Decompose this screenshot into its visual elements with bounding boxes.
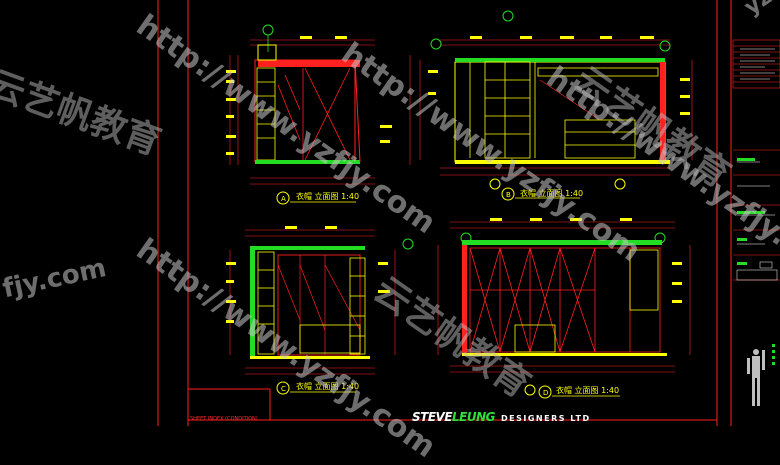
- view-a-caption: 衣帽 立面图 1:40: [296, 191, 359, 201]
- svg-text:B: B: [506, 191, 511, 199]
- brand-part1: STEVE: [412, 410, 453, 424]
- svg-text:D: D: [543, 389, 548, 397]
- elevation-view-d: D 衣帽 立面图 1:40: [437, 218, 691, 399]
- svg-text:A: A: [281, 195, 286, 203]
- elevation-view-b: B 衣帽 立面图 1:40: [419, 10, 693, 201]
- brand-part2: LEUNG: [452, 410, 495, 424]
- view-d-caption: 衣帽 立面图 1:40: [556, 385, 619, 395]
- cad-drawing-sheet: A 衣帽 立面图 1:40: [157, 0, 780, 426]
- svg-text:C: C: [281, 385, 286, 393]
- sheet-index-note: SHEET INDEX (CONDITION): [190, 416, 258, 422]
- title-block: [732, 39, 780, 406]
- elevation-view-a: A 衣帽 立面图 1:40: [226, 24, 411, 205]
- brand-part3: DESIGNERS LTD: [501, 414, 591, 423]
- elevation-view-c: C 衣帽 立面图 1:40: [226, 226, 414, 395]
- view-b-caption: 衣帽 立面图 1:40: [520, 188, 583, 198]
- scale-figure-icon: [747, 349, 765, 406]
- view-c-caption: 衣帽 立面图 1:40: [296, 381, 359, 391]
- brand-logo: STEVELEUNG DESIGNERS LTD: [412, 406, 591, 425]
- sheet-border: [157, 0, 732, 426]
